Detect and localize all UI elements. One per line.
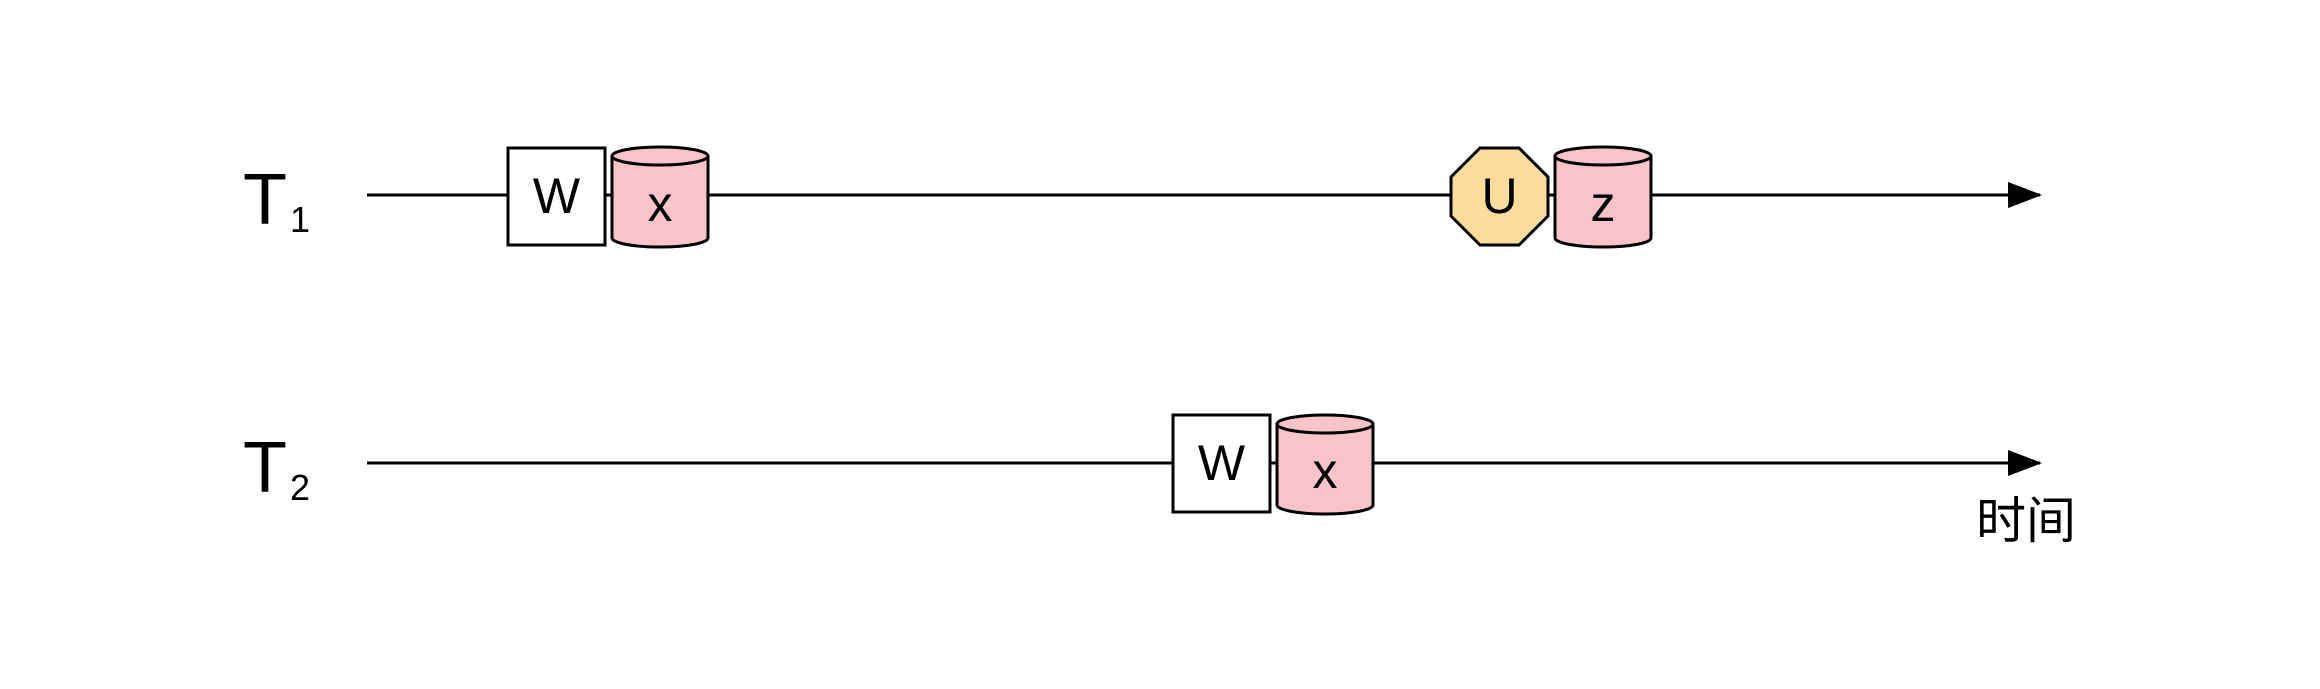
t1-subscript: 1: [290, 199, 310, 240]
t1-write-op: W: [506, 146, 607, 247]
t2-label: T: [243, 428, 287, 508]
t1-item-x: x: [610, 145, 710, 249]
t2-write-label: W: [1198, 435, 1246, 491]
t2-item-x: x: [1275, 413, 1375, 516]
t2-subscript: 2: [290, 467, 310, 508]
t1-label: T: [243, 160, 287, 240]
t2-item-x-label: x: [1313, 443, 1338, 499]
t2-write-op: W: [1171, 413, 1272, 514]
t1-item-x-label: x: [648, 176, 673, 232]
t1-unlock-op: U: [1449, 146, 1550, 247]
t1-item-z-label: z: [1591, 176, 1616, 232]
timeline-t2: T 2 W x: [243, 413, 2042, 516]
t1-write-label: W: [533, 168, 581, 224]
time-axis-label: 时间: [1976, 492, 2076, 550]
timeline-t1: T 1 W x U z: [243, 145, 2042, 249]
t1-item-z: z: [1553, 145, 1653, 249]
t1-unlock-label: U: [1481, 168, 1517, 224]
